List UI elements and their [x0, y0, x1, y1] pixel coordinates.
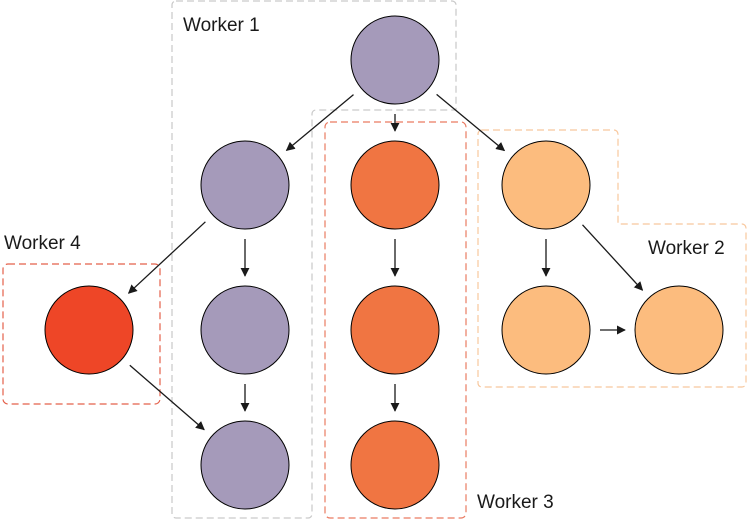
- task-node-o2: [350, 285, 440, 375]
- task-node-y1: [501, 140, 591, 230]
- worker-labels: Worker 1 Worker 2 Worker 3 Worker 4: [4, 15, 725, 513]
- task-node-o1: [350, 140, 440, 230]
- worker-3-label: Worker 3: [477, 492, 554, 513]
- task-node-o3: [350, 420, 440, 510]
- worker-4-region: [2, 263, 161, 405]
- worker-1-region: [171, 0, 457, 519]
- task-node-y2: [501, 285, 591, 375]
- edge-root-to-y1: [436, 93, 506, 152]
- task-node-p3: [200, 420, 290, 510]
- edge-y1-to-y3: [582, 224, 644, 291]
- task-nodes: [44, 15, 724, 510]
- worker-2-region: [477, 129, 747, 388]
- task-node-y3: [634, 285, 724, 375]
- task-node-r1: [44, 285, 134, 375]
- edge-p1-to-r1: [127, 221, 206, 294]
- worker-1-label: Worker 1: [183, 15, 260, 36]
- worker-3-region: [324, 121, 467, 519]
- task-node-root: [350, 15, 440, 105]
- task-node-p1: [200, 140, 290, 230]
- worker-4-label: Worker 4: [4, 233, 81, 254]
- edge-root-to-p1: [285, 94, 354, 151]
- edge-r1-to-p3: [129, 364, 205, 431]
- dependency-edges: [127, 93, 644, 431]
- task-node-p2: [200, 285, 290, 375]
- worker-2-label: Worker 2: [648, 238, 725, 259]
